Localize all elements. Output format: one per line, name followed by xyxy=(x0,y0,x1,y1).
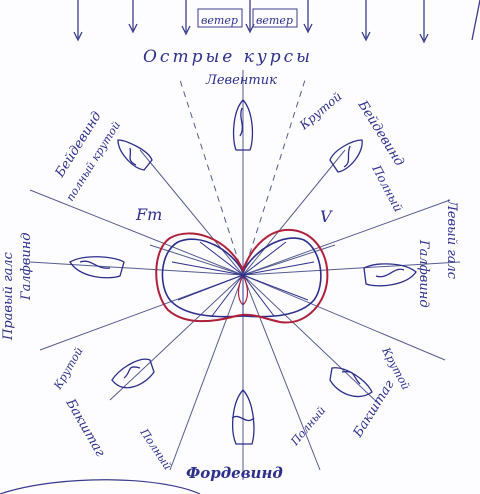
label-force-ft: Fт xyxy=(135,205,162,224)
diagram-title: Острые курсы xyxy=(143,47,313,67)
label-polny-right-bottom: Полный xyxy=(288,404,329,449)
label-baksh-left: Бакштаг xyxy=(62,396,108,460)
label-krutoy-left-bottom: Крутой xyxy=(51,345,86,392)
label-baksh-right: Бакштаг xyxy=(350,378,397,441)
label-galfvind-right: Галфвинд xyxy=(416,239,431,308)
label-fordewind: Фордевинд xyxy=(186,464,283,482)
labels: ветер ветер Острые курсы Левентик Бейдев… xyxy=(1,8,459,482)
boat-beidewind-right xyxy=(329,139,363,173)
boat-levantik xyxy=(232,99,254,151)
label-beidewind-right: Бейдевинд xyxy=(354,97,407,169)
boat-galfvind-right xyxy=(363,263,417,287)
label-levantik: Левентик xyxy=(205,73,277,88)
wind-label-right: ветер xyxy=(256,14,293,27)
boat-galfvind-left xyxy=(69,256,125,279)
boat-baksh-left xyxy=(111,358,155,389)
label-krutoy-right: Крутой xyxy=(296,89,344,133)
stray-arc xyxy=(0,479,201,494)
label-polny-right-top: Полный xyxy=(369,162,406,214)
red-polar-curve xyxy=(155,228,329,324)
wind-arrows xyxy=(73,0,480,44)
wind-label-left: ветер xyxy=(201,14,238,27)
boat-fordewind xyxy=(231,389,255,445)
label-galse-right: Левый галс xyxy=(444,199,459,280)
force-vectors xyxy=(171,241,315,317)
wind-box-left xyxy=(197,8,243,28)
label-polny-left-bottom: Полный xyxy=(137,426,174,473)
boats xyxy=(69,99,417,445)
boat-beidewind-left xyxy=(117,139,153,171)
boat-baksh-right xyxy=(329,367,373,397)
label-galfvind-left: Галфвинд xyxy=(19,232,34,301)
wind-box-right xyxy=(252,8,298,28)
label-galse-left: Правый галс xyxy=(1,251,16,341)
label-force-v: V xyxy=(320,207,333,226)
